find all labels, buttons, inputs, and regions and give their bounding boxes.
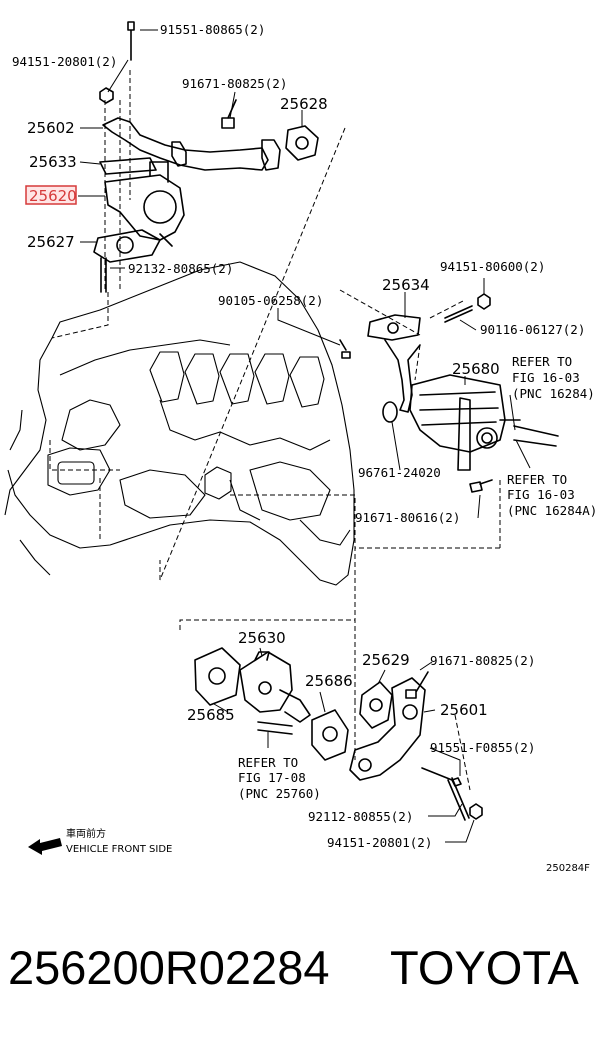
- label-92132-80865: 92132-80865(2): [128, 261, 233, 276]
- figure-code: 250284F: [546, 863, 590, 874]
- bolt-91551-80865-icon: [127, 21, 135, 61]
- front-arrow-icon: [28, 838, 62, 855]
- label-94151-80600: 94151-80600(2): [440, 259, 545, 274]
- bolt-91551-F0855-icon: [421, 767, 462, 787]
- label-25627: 25627: [27, 233, 75, 251]
- ref3-line3: (PNC 25760): [238, 786, 321, 801]
- gasket-25685-icon: [194, 647, 241, 706]
- label-92112-80855: 92112-80855(2): [308, 809, 413, 824]
- gasket-25628-icon: [285, 125, 319, 161]
- vehicle-front-en-label: VEHICLE FRONT SIDE: [66, 844, 172, 855]
- label-25685: 25685: [187, 706, 235, 724]
- bolt-91671-80825-top-icon: [221, 99, 237, 129]
- lower-group: [194, 647, 483, 821]
- label-25602: 25602: [27, 119, 75, 137]
- leader-lines: [78, 29, 531, 843]
- stud-92132-80865-icon: [100, 257, 107, 293]
- footer-brand: TOYOTA: [390, 941, 579, 994]
- label-25634: 25634: [382, 276, 430, 294]
- ref2-line1: REFER TO: [507, 472, 567, 487]
- label-25633: 25633: [29, 153, 77, 171]
- label-90105-06258: 90105-06258(2): [218, 293, 323, 308]
- egr-pipe-icon: [102, 117, 269, 171]
- stud-90116-06127-icon: [444, 305, 473, 323]
- bolt-90105-06258-icon: [339, 339, 351, 359]
- footer: 256200R02284 TOYOTA: [0, 940, 600, 1010]
- vehicle-front-indicator: 車両前方 VEHICLE FRONT SIDE: [28, 827, 172, 855]
- egr-cooler-group: [339, 293, 559, 493]
- label-25686: 25686: [305, 672, 353, 690]
- ref1-line1: REFER TO: [512, 354, 572, 369]
- egr-valve-25620-icon: [104, 174, 185, 241]
- egr-cooler-25680-icon: [409, 374, 506, 453]
- label-91671-80825-bottom: 91671-80825(2): [430, 653, 535, 668]
- ref3-line2: FIG 17-08: [238, 770, 306, 785]
- gasket-25686-icon: [311, 709, 349, 761]
- vehicle-front-jp-label: 車両前方: [66, 827, 106, 840]
- label-96761-24020: 96761-24020: [358, 465, 441, 480]
- highlight-box-25620: [25, 185, 77, 205]
- gasket-25634-icon: [367, 314, 421, 341]
- nut-94151-20801-icon: [99, 87, 114, 104]
- label-90116-06127: 90116-06127(2): [480, 322, 585, 337]
- ref2-line3: (PNC 16284A): [507, 503, 597, 518]
- bolt-91671-80616-icon: [469, 479, 493, 493]
- part-25630-icon: [239, 651, 293, 713]
- assembly-dashed-lines: [49, 70, 501, 791]
- label-25628: 25628: [280, 95, 328, 113]
- bolt-91671-80825-bottom-icon: [405, 671, 429, 699]
- ref2-line2: FIG 16-03: [507, 487, 575, 502]
- gasket-25633-icon: [99, 157, 157, 175]
- pipe-25601-icon: [349, 677, 426, 781]
- label-25630: 25630: [238, 629, 286, 647]
- ref1-line3: (PNC 16284): [512, 386, 595, 401]
- label-25680: 25680: [452, 360, 500, 378]
- gasket-25627-icon: [93, 229, 161, 263]
- label-94151-20801-bottom: 94151-20801(2): [327, 835, 432, 850]
- label-94151-20801-top: 94151-20801(2): [12, 54, 117, 69]
- label-25620: 25620: [29, 187, 77, 205]
- ref1-line2: FIG 16-03: [512, 370, 580, 385]
- nut-94151-20801-bottom-icon: [469, 803, 483, 820]
- label-91551-F0855: 91551-F0855(2): [430, 740, 535, 755]
- gasket-25629-icon: [359, 681, 393, 729]
- ref3-line1: REFER TO: [238, 755, 298, 770]
- stud-92112-80855-icon: [447, 777, 470, 821]
- label-91671-80616: 91671-80616(2): [355, 510, 460, 525]
- o-ring-96761-24020-icon: [382, 401, 398, 423]
- egr-valve-group-top: [93, 21, 319, 293]
- label-25629: 25629: [362, 651, 410, 669]
- label-25601: 25601: [440, 701, 488, 719]
- label-91671-80825-top: 91671-80825(2): [182, 76, 287, 91]
- labels: 91551-80865(2) 94151-20801(2) 91671-8082…: [12, 22, 597, 850]
- footer-part-number: 256200R02284: [8, 941, 330, 994]
- label-91551-80865: 91551-80865(2): [160, 22, 265, 37]
- engine-block-sketch: [4, 261, 355, 586]
- nut-94151-80600-icon: [477, 293, 491, 310]
